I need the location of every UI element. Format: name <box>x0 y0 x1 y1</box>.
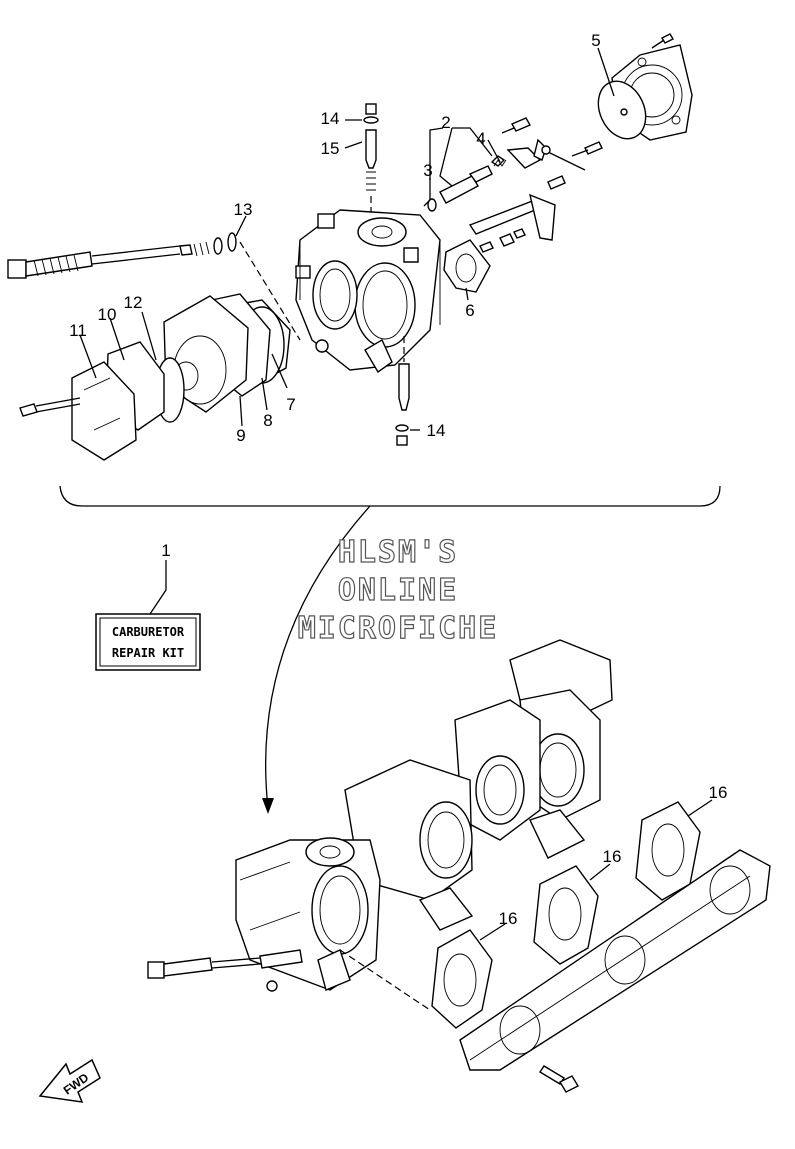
callout-15: 15 <box>321 139 340 158</box>
pump-cover-group <box>19 293 291 461</box>
throttle-shaft <box>468 175 566 253</box>
carburetor-body <box>295 209 441 374</box>
exploded-bracket <box>59 485 721 507</box>
callout-8: 8 <box>263 411 272 430</box>
callout-leaders-top <box>79 47 615 431</box>
gasket-16-front <box>431 929 493 1029</box>
callout-6: 6 <box>465 301 474 320</box>
callout-13: 13 <box>234 200 253 219</box>
callout-5: 5 <box>591 31 600 50</box>
watermark-line2: ONLINE <box>338 573 458 608</box>
o-ring-13 <box>227 232 237 252</box>
needle-valve <box>423 155 507 212</box>
callout-11: 11 <box>69 321 87 340</box>
watermark-line3: MICROFICHE <box>298 611 499 646</box>
callout-4: 4 <box>476 129 485 148</box>
gasket-6 <box>443 239 491 293</box>
callout-7: 7 <box>286 395 295 414</box>
callout-16-front: 16 <box>499 909 518 928</box>
assembly-arrowhead <box>262 798 274 814</box>
assembly-arrow <box>265 505 371 809</box>
repair-kit-box: CARBURETOR REPAIR KIT <box>95 613 201 671</box>
pump-lever <box>506 138 586 171</box>
adjusting-cable <box>7 237 301 341</box>
callout-16-rear: 16 <box>709 783 728 802</box>
callout-1: 1 <box>161 541 170 560</box>
lever-screw <box>501 117 531 134</box>
watermark: HLSM'S ONLINE MICROFICHE <box>297 534 499 646</box>
callout-9: 9 <box>236 426 245 445</box>
callout-leaders-bottom <box>149 560 713 941</box>
callout-10: 10 <box>98 305 117 324</box>
callout-14-top: 14 <box>321 109 340 128</box>
fwd-arrow: FWD <box>38 1058 101 1103</box>
gasket-16-middle <box>533 865 599 965</box>
watermark-line1: HLSM'S <box>338 535 458 570</box>
callout-14-bottom: 14 <box>427 421 446 440</box>
cover-screw <box>571 141 603 157</box>
intake-manifold <box>339 849 771 1093</box>
callout-2: 2 <box>441 113 450 132</box>
carburetor-assembly <box>147 639 613 992</box>
callout-16-middle: 16 <box>603 847 622 866</box>
callout-3: 3 <box>423 161 432 180</box>
main-jet-top <box>363 103 379 220</box>
callout-12: 12 <box>124 293 143 312</box>
main-jet-bottom <box>395 336 410 446</box>
repair-kit-line2: REPAIR KIT <box>112 646 184 660</box>
repair-kit-line1: CARBURETOR <box>112 625 185 639</box>
